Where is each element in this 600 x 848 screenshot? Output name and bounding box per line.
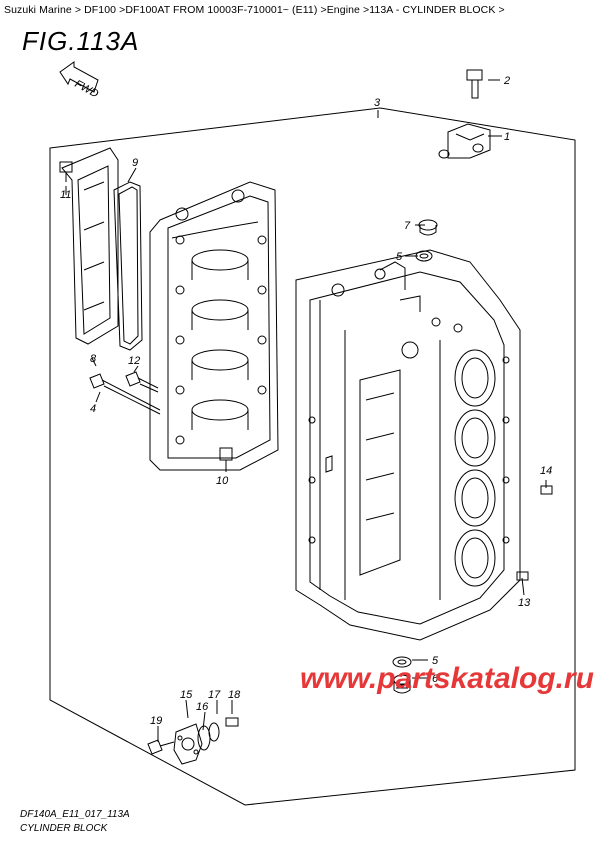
diagram-code: DF140A_E11_017_113A — [20, 809, 130, 820]
cover-plate-part-8 — [61, 147, 119, 345]
diagram-name: CYLINDER BLOCK — [20, 823, 108, 834]
plug-part-7 — [418, 219, 438, 236]
gasket-part-9 — [113, 181, 143, 351]
bolt-part-12 — [125, 371, 159, 393]
bracket-part-1 — [438, 123, 491, 159]
callout-5-bottom: 5 — [432, 655, 439, 667]
fwd-arrow-icon: FWD — [59, 61, 100, 100]
callout-13: 13 — [518, 597, 531, 609]
callout-4: 4 — [90, 403, 96, 415]
callout-18: 18 — [228, 689, 241, 701]
callout-1: 1 — [504, 131, 510, 143]
callout-6: 6 — [432, 673, 439, 685]
callout-15: 15 — [180, 689, 193, 701]
dowel-part-14 — [540, 485, 553, 495]
callout-17: 17 — [208, 689, 221, 701]
watermark: www.partskatalog.ru — [300, 662, 594, 695]
bolt-part-18 — [225, 717, 239, 727]
bolt-part-2 — [466, 69, 483, 99]
figure-title: FIG.113A — [22, 26, 140, 56]
plate-part-15 — [173, 723, 203, 765]
breadcrumb: Suzuki Marine > DF100 >DF100AT FROM 1000… — [4, 4, 505, 16]
washer-part-5-bottom — [392, 656, 412, 668]
callout-3: 3 — [374, 97, 381, 109]
bolt-part-13 — [516, 571, 529, 581]
callout-11: 11 — [60, 189, 71, 201]
oring-part-17 — [208, 722, 220, 742]
callout-12: 12 — [128, 355, 140, 367]
callout-19: 19 — [150, 715, 162, 727]
callout-5-top: 5 — [396, 251, 403, 263]
callout-7: 7 — [404, 220, 411, 232]
callout-14: 14 — [540, 465, 552, 477]
plug-part-6 — [393, 674, 411, 694]
bolt-part-4 — [89, 373, 161, 415]
callout-8: 8 — [90, 353, 97, 365]
bolt-part-19 — [147, 739, 175, 755]
bolt-part-11 — [59, 161, 73, 182]
callout-2: 2 — [503, 75, 510, 87]
dowel-part-10 — [219, 447, 233, 461]
callout-9: 9 — [132, 157, 138, 169]
callout-10: 10 — [216, 475, 229, 487]
assembly-outline — [49, 107, 576, 806]
cylinder-block-part-3 — [295, 249, 521, 641]
callout-16: 16 — [196, 701, 209, 713]
crankcase-half — [149, 181, 279, 471]
